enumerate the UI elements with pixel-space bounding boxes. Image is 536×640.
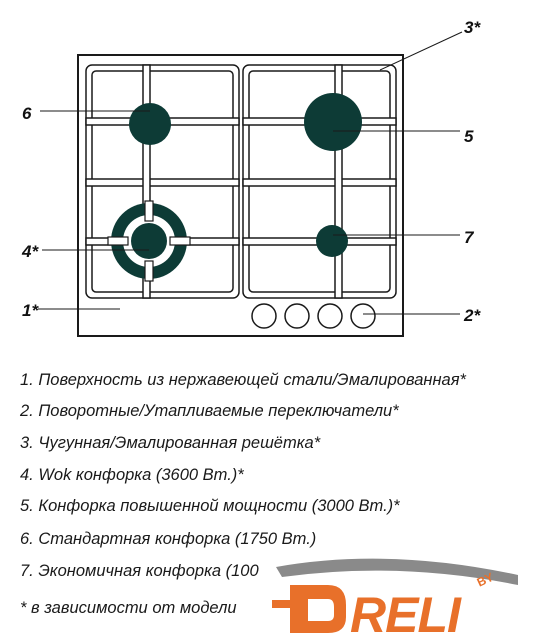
control-knobs: [251, 303, 376, 329]
hob-surface: [77, 54, 404, 337]
legend-item-1: 1. Поверхность из нержавеющей стали/Эмал…: [20, 371, 466, 389]
hob-diagram: [38, 31, 463, 337]
legend-item-3: 3. Чугунная/Эмалированная решётка*: [20, 434, 321, 452]
burner-economy: [316, 225, 348, 257]
legend-item-4: 4. Wok конфорка (3600 Вт.)*: [20, 466, 244, 484]
knob-3: [317, 303, 343, 329]
logo-by: BY: [475, 570, 496, 590]
burner-high-power: [304, 93, 362, 151]
burner-standard: [129, 103, 171, 145]
callout-7: 7: [464, 228, 474, 247]
logo-text: RELI: [350, 587, 462, 640]
dreli-logo: RELI BY: [272, 558, 518, 640]
callout-2: 2*: [464, 306, 481, 325]
legend-item-5: 5. Конфорка повышенной мощности (3000 Вт…: [20, 497, 400, 515]
callout-6: 6: [22, 104, 32, 123]
footnote: * в зависимости от модели: [20, 599, 237, 617]
leader-lines: [38, 31, 463, 315]
legend-item-6: 6. Стандартная конфорка (1750 Вт.): [20, 530, 317, 548]
callout-4: 4*: [22, 242, 39, 261]
callout-1: 1*: [22, 301, 39, 320]
callout-3: 3*: [464, 18, 481, 37]
knob-2: [284, 303, 310, 329]
callout-5: 5: [464, 127, 474, 146]
knob-4: [350, 303, 376, 329]
knob-1: [251, 303, 277, 329]
legend-item-2: 2. Поворотные/Утапливаемые переключатели…: [20, 402, 399, 420]
